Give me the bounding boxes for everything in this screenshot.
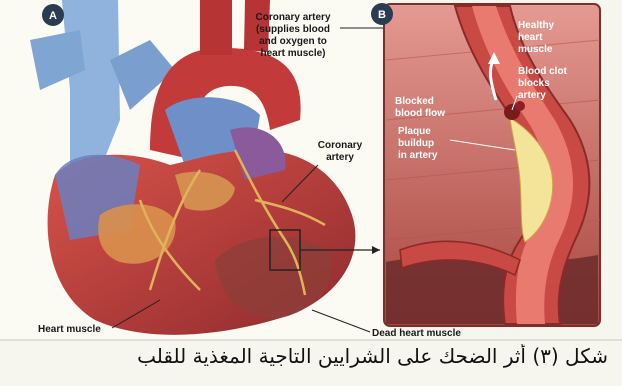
panel-b — [384, 4, 600, 326]
svg-text:buildup: buildup — [398, 138, 434, 149]
label-dead-heart-muscle: Dead heart muscle — [372, 328, 461, 339]
svg-text:blood flow: blood flow — [395, 108, 445, 119]
svg-text:Plaque: Plaque — [398, 126, 431, 137]
badge-b-text: B — [378, 9, 386, 21]
svg-text:muscle: muscle — [518, 44, 553, 55]
svg-text:Blood clot: Blood clot — [518, 66, 568, 77]
label-heart-muscle: Heart muscle — [38, 324, 101, 335]
svg-text:in artery: in artery — [398, 150, 438, 161]
svg-text:heart: heart — [518, 32, 543, 43]
svg-text:Healthy: Healthy — [518, 20, 555, 31]
svg-text:artery: artery — [326, 152, 354, 163]
svg-text:and oxygen to: and oxygen to — [259, 36, 327, 47]
figure-caption: شكل (٣) أثر الضحك على الشرايين التاجية ا… — [0, 344, 608, 376]
badge-a-text: A — [49, 10, 57, 22]
svg-text:Blocked: Blocked — [395, 96, 434, 107]
label-coronary-artery-top: Coronary artery (supplies blood and oxyg… — [255, 12, 330, 59]
svg-text:artery: artery — [518, 90, 546, 101]
aorta-branch — [200, 0, 232, 55]
svg-text:Coronary artery: Coronary artery — [255, 12, 330, 23]
svg-text:blocks: blocks — [518, 78, 550, 89]
svg-text:(supplies blood: (supplies blood — [256, 24, 330, 35]
svg-text:heart muscle): heart muscle) — [260, 48, 325, 59]
svg-text:Coronary: Coronary — [318, 140, 363, 151]
